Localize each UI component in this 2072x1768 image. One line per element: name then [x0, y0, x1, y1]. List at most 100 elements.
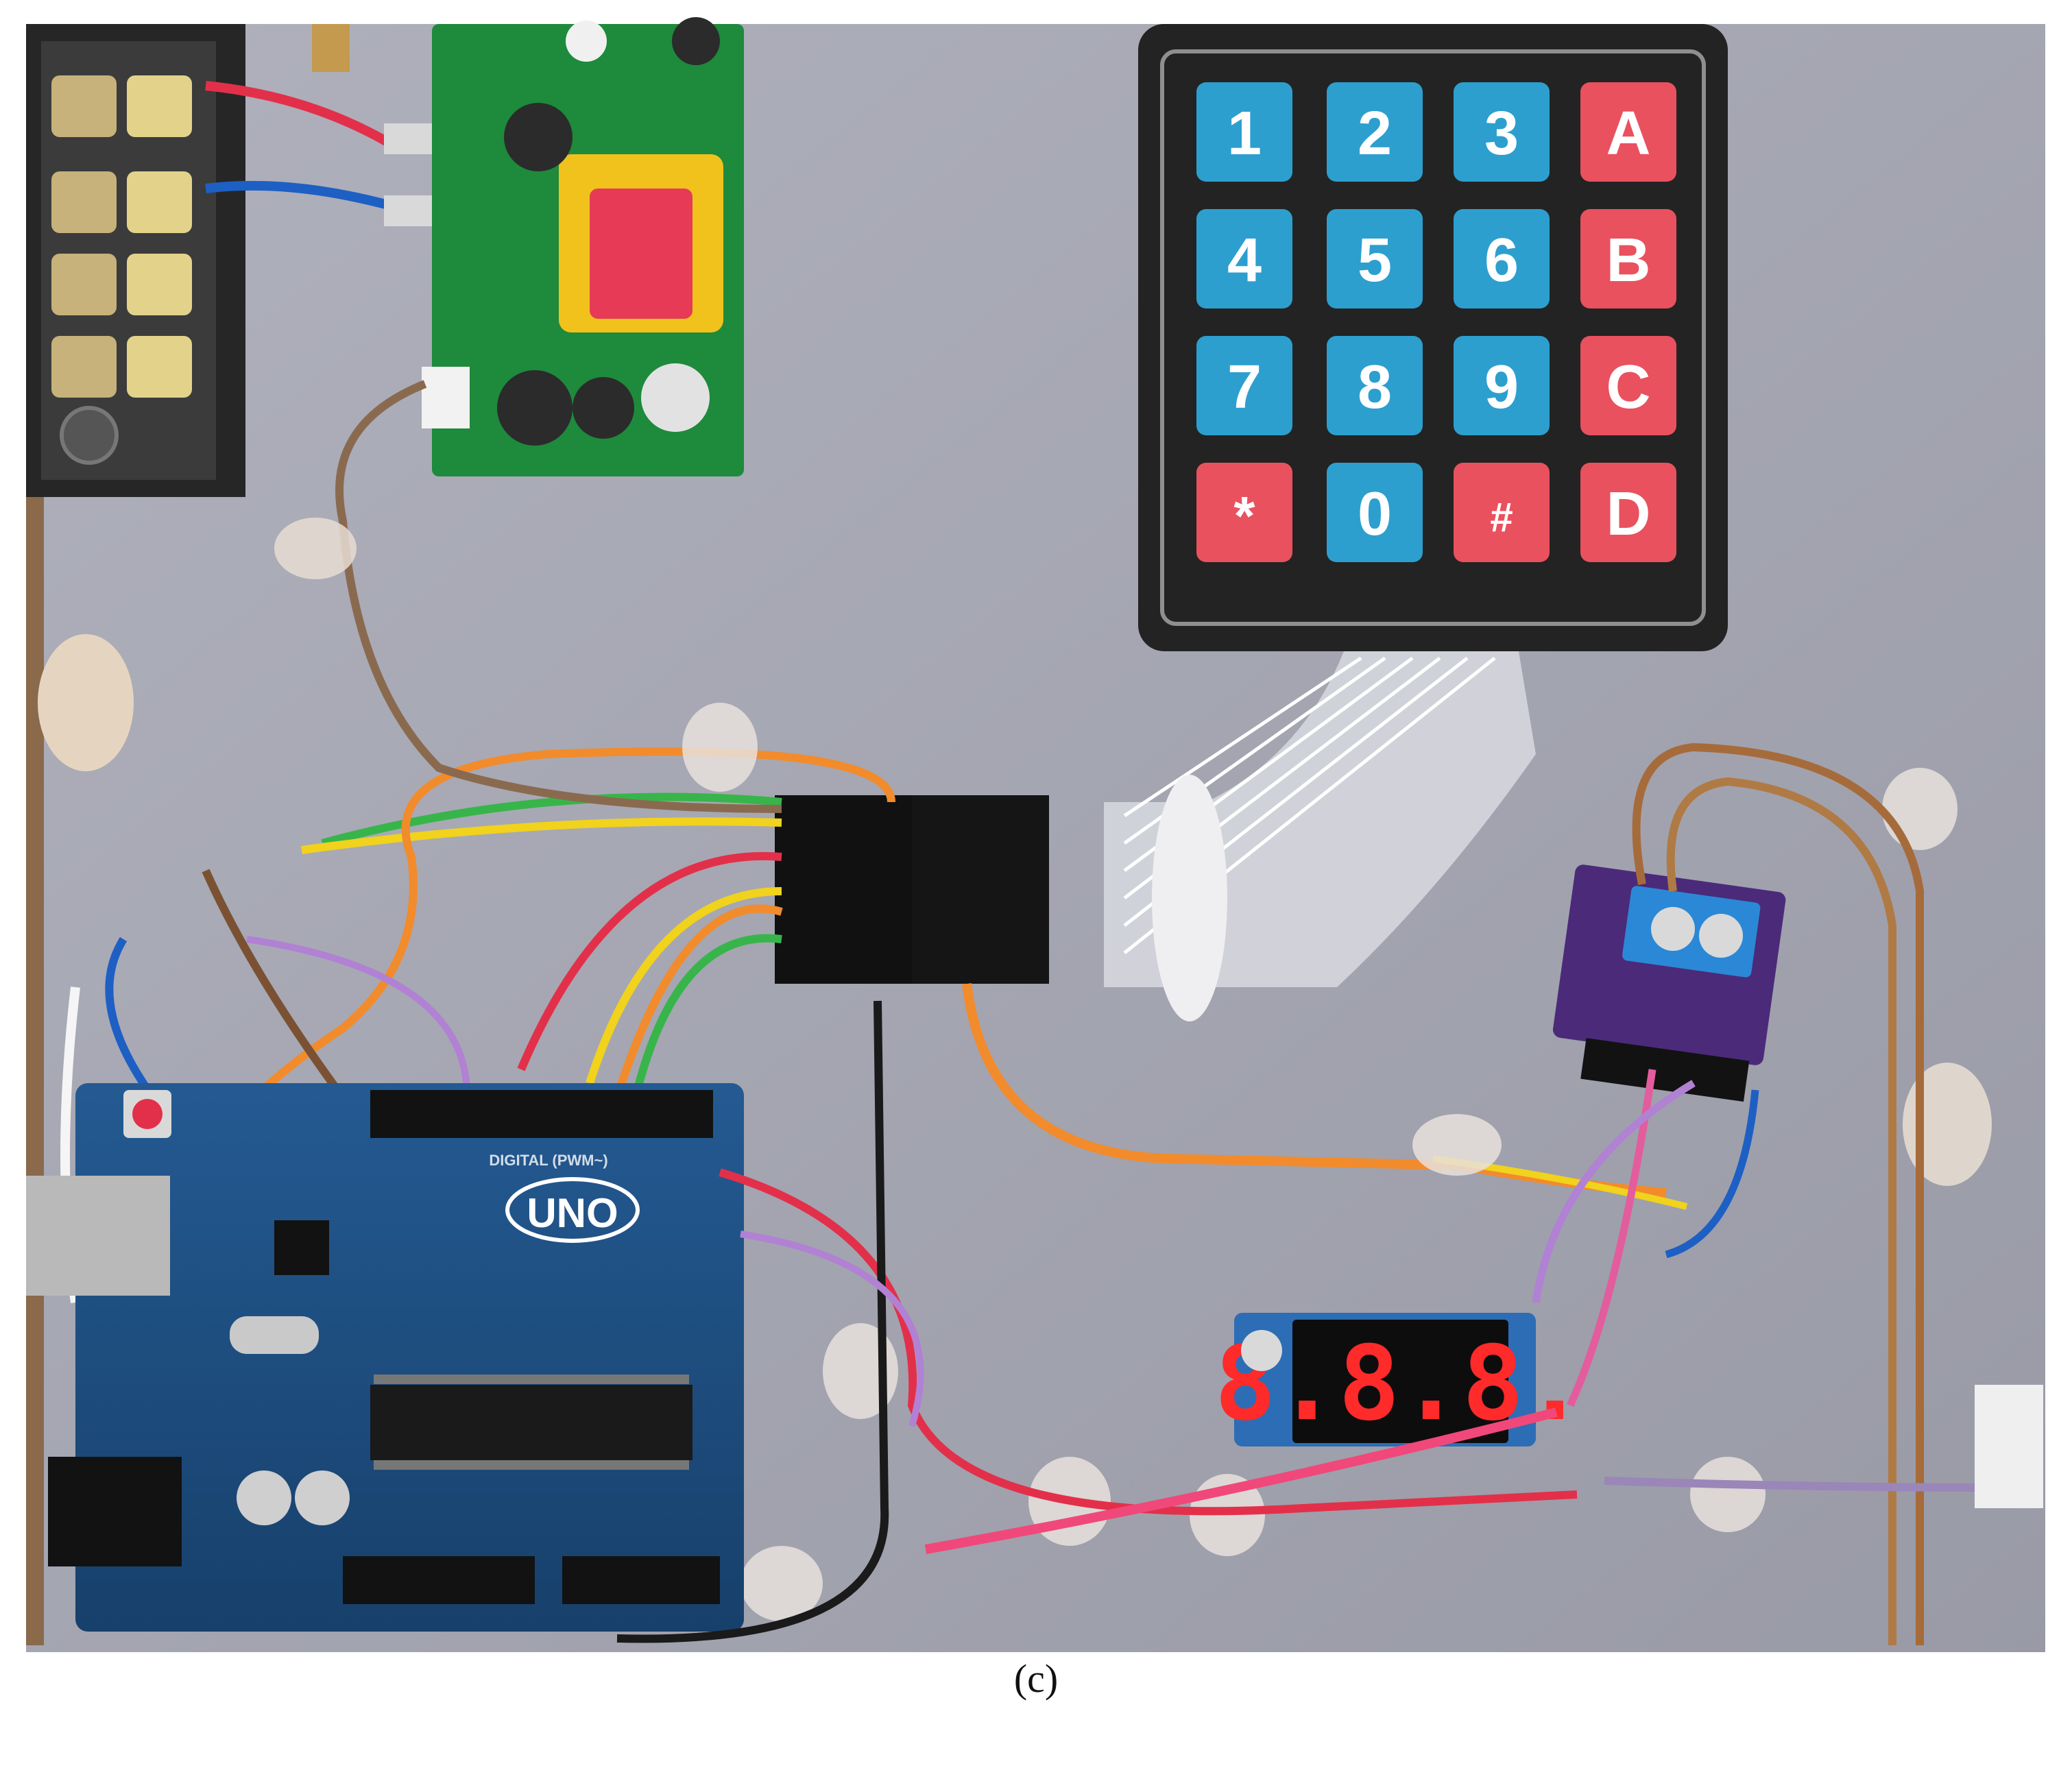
key-0-label: 0 — [1358, 480, 1392, 548]
edge-connector — [1975, 1385, 2043, 1508]
sensor-pin-header — [1580, 1038, 1750, 1102]
terminal-screw — [51, 75, 117, 137]
hot-glue-blob — [682, 703, 758, 792]
wire-green — [321, 792, 782, 847]
key-3-label: 3 — [1484, 99, 1519, 168]
key-2-label: 2 — [1358, 99, 1392, 168]
dc-jack — [48, 1457, 182, 1566]
keypad-header-connector — [775, 795, 1049, 984]
hot-glue-blob — [1690, 1457, 1766, 1532]
key-1[interactable] — [1196, 82, 1292, 182]
terminal-screw — [51, 254, 117, 315]
digital-pin-header — [370, 1090, 713, 1138]
key-3[interactable] — [1454, 82, 1550, 182]
key-4[interactable] — [1196, 209, 1292, 308]
wire-brown-right — [1632, 742, 1924, 1645]
terminal-screw — [127, 75, 192, 137]
wire-lug — [384, 123, 432, 154]
hot-glue-blob — [38, 634, 134, 771]
wire-orange-2 — [613, 904, 783, 1098]
key-8[interactable] — [1327, 336, 1423, 435]
key-c[interactable] — [1580, 336, 1676, 435]
terminal-screw — [127, 254, 192, 315]
digital-header-label: DIGITAL (PWM~) — [489, 1152, 607, 1169]
key-hash[interactable] — [1454, 463, 1550, 562]
capacitor — [641, 363, 710, 432]
wire-pink-bottom — [924, 1407, 1558, 1554]
key-d[interactable] — [1580, 463, 1676, 562]
key-0[interactable] — [1327, 463, 1423, 562]
usb-connector — [26, 1176, 170, 1296]
key-7[interactable] — [1196, 336, 1292, 435]
terminal-screw — [51, 171, 117, 233]
wire-black-bottom — [616, 1000, 889, 1643]
key-star[interactable] — [1196, 463, 1292, 562]
wire-purple-bottom — [740, 1231, 924, 1427]
terminal-screw — [127, 336, 192, 398]
hot-glue-blob — [274, 518, 357, 579]
key-2[interactable] — [1327, 82, 1423, 182]
wire-lavender-bottom — [1604, 1477, 1996, 1492]
key-star-label: * — [1233, 485, 1255, 546]
terminal-screw — [127, 171, 192, 233]
seven-segment-display — [1292, 1320, 1508, 1443]
capacitor — [672, 17, 720, 65]
wire-green-2 — [627, 934, 782, 1119]
brass-standoff — [312, 24, 350, 72]
key-c-label: C — [1606, 353, 1651, 422]
capacitor — [497, 370, 573, 446]
wire-yellow-2 — [586, 887, 782, 1085]
wire-lug — [384, 195, 432, 226]
wire-purple — [246, 936, 471, 1111]
key-5-label: 5 — [1358, 226, 1392, 295]
key-4-label: 4 — [1227, 226, 1262, 295]
key-hash-label: # — [1490, 494, 1513, 540]
key-a[interactable] — [1580, 82, 1676, 182]
figure-caption: (c) — [1013, 1656, 1059, 1701]
hot-glue-blob — [1152, 775, 1227, 1021]
potentiometer — [1241, 1330, 1282, 1371]
key-b-label: B — [1606, 226, 1651, 295]
image-border-bottom — [0, 1652, 2072, 1768]
hot-glue-blob — [1882, 768, 1957, 850]
terminal-screw — [1699, 914, 1743, 958]
analog-pin-header — [562, 1556, 720, 1604]
key-9-label: 9 — [1484, 353, 1519, 422]
capacitor — [566, 21, 607, 62]
crystal — [230, 1316, 319, 1354]
usb-chip — [274, 1220, 329, 1275]
capacitor — [295, 1470, 350, 1525]
key-5[interactable] — [1327, 209, 1423, 308]
terminal-block — [26, 24, 245, 497]
mounting-hole — [60, 406, 119, 465]
arduino-uno-board: UNO DIGITAL (PWM~) — [26, 1083, 744, 1632]
capacitor — [573, 377, 634, 439]
key-6[interactable] — [1454, 209, 1550, 308]
wire-red — [205, 81, 394, 149]
sensor-module — [1552, 864, 1786, 1102]
wire-brown-right-2 — [1666, 777, 1896, 1645]
wire-yellow — [301, 817, 782, 854]
terminal-screw — [1651, 907, 1695, 951]
key-b[interactable] — [1580, 209, 1676, 308]
uno-logo: UNO — [527, 1190, 618, 1236]
key-1-label: 1 — [1227, 99, 1262, 168]
wire-red-signal — [517, 851, 782, 1071]
key-9[interactable] — [1454, 336, 1550, 435]
capacitor — [237, 1470, 291, 1525]
panel-left-edge — [26, 480, 44, 1645]
wire-purple-2 — [1532, 1080, 1696, 1303]
wire-blue — [205, 180, 392, 210]
reset-button-cap — [132, 1099, 162, 1129]
terminal-screw — [51, 336, 117, 398]
key-d-label: D — [1606, 480, 1651, 548]
hot-glue-blob — [1412, 1114, 1502, 1176]
membrane-keypad: 1 2 3 A 4 5 6 B 7 8 9 C * 0 # D — [1138, 24, 1728, 651]
key-8-label: 8 — [1358, 353, 1392, 422]
key-6-label: 6 — [1484, 226, 1519, 295]
wire-orange — [202, 747, 895, 1161]
wire-pink — [1567, 1069, 1657, 1407]
seven-segment-module: 8.8.8. — [1214, 1313, 1586, 1446]
key-7-label: 7 — [1227, 353, 1262, 422]
